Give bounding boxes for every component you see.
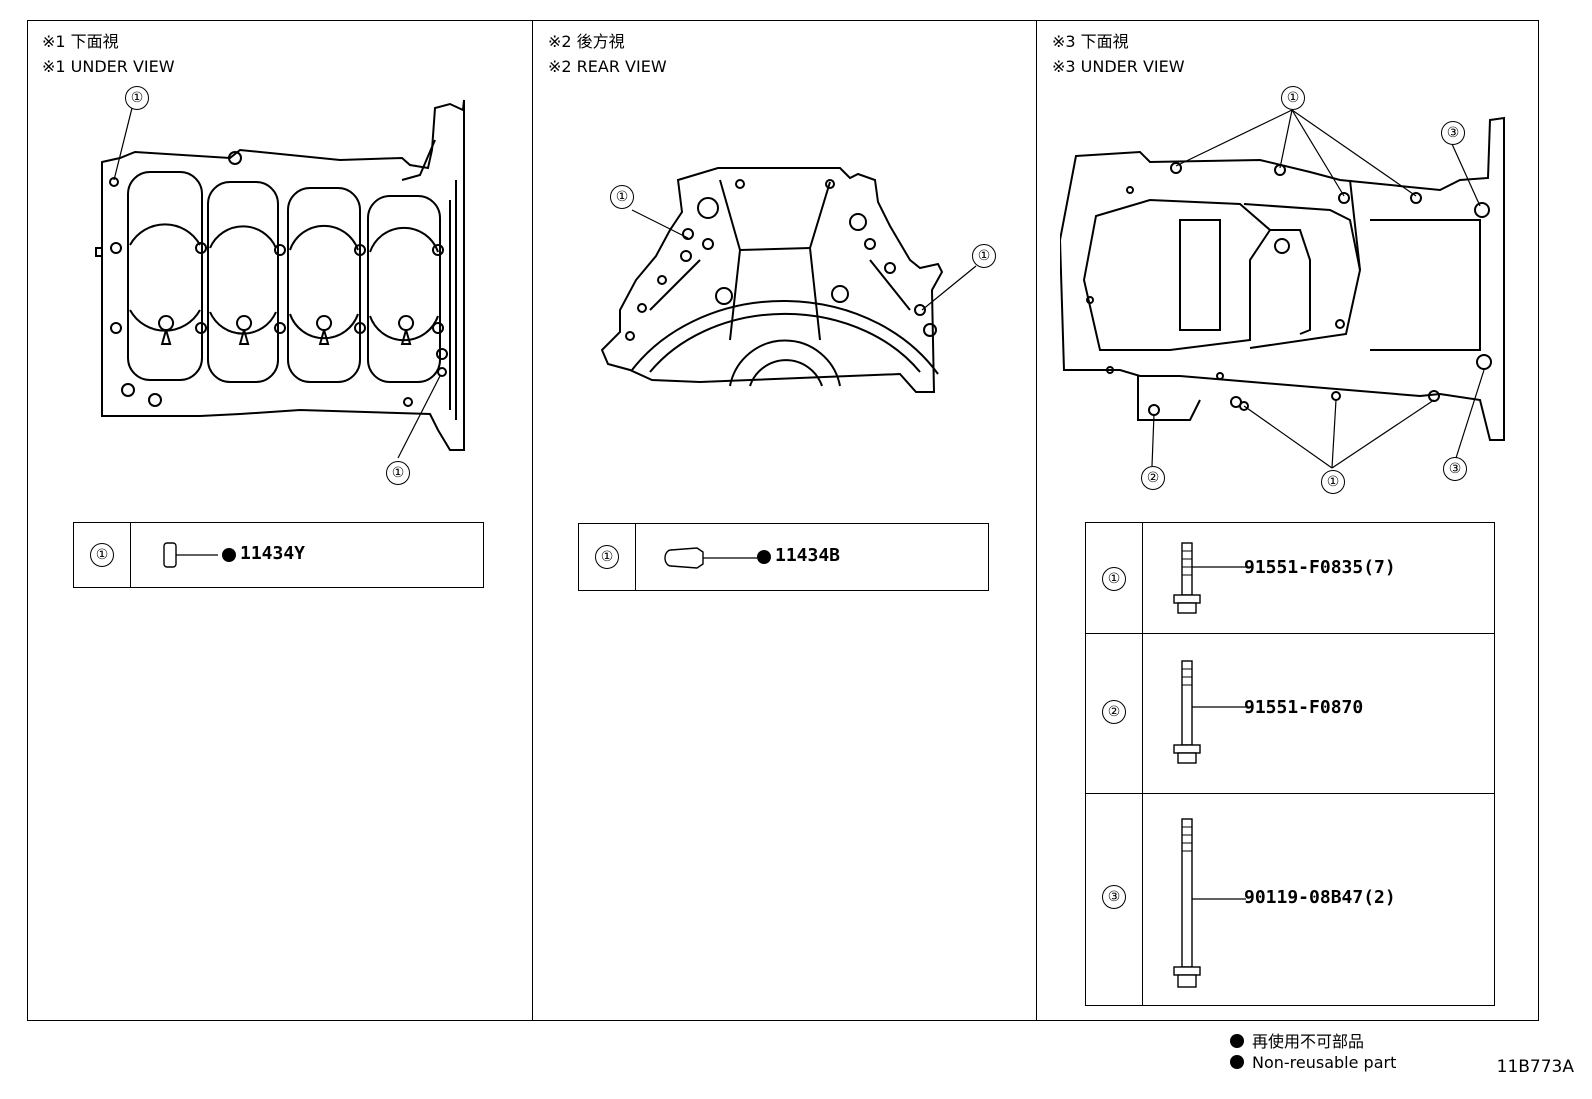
callout-1: ① bbox=[386, 461, 410, 485]
cylinder-block-under-view-drawing bbox=[95, 99, 465, 459]
part-number-marker: ② bbox=[1102, 700, 1126, 724]
parts-table-num-cell: ① bbox=[579, 524, 636, 590]
parts-table: ① 11434Y bbox=[73, 522, 484, 588]
legend-jp: 再使用不可部品 bbox=[1230, 1028, 1364, 1052]
parts-table: ① 91551-F0835(7) ② 91551-F0870 ③ bbox=[1085, 522, 1495, 1006]
parts-table-num-cell: ① bbox=[74, 523, 131, 587]
pin-icon bbox=[163, 542, 218, 568]
legend-jp-text: 再使用不可部品 bbox=[1252, 1032, 1365, 1051]
parts-table: ① 11434B bbox=[578, 523, 989, 591]
figure-id: 11B773A bbox=[1496, 1057, 1574, 1077]
non-reusable-dot-icon bbox=[222, 548, 236, 562]
table-row-separator bbox=[1086, 793, 1494, 794]
callout-1: ① bbox=[972, 244, 996, 268]
non-reusable-dot-icon bbox=[1230, 1034, 1244, 1048]
non-reusable-dot-icon bbox=[757, 550, 771, 564]
panel-divider bbox=[1036, 20, 1037, 1021]
dowel-pin-icon bbox=[664, 547, 757, 569]
panel-title-en: ※1 UNDER VIEW bbox=[42, 57, 175, 76]
panel-title-en: ※2 REAR VIEW bbox=[548, 57, 667, 76]
cylinder-block-under-view-bolts-drawing bbox=[1060, 109, 1505, 469]
parts-table-num-column bbox=[1086, 523, 1143, 1005]
callout-3: ③ bbox=[1441, 121, 1465, 145]
part-number-marker: ① bbox=[1102, 567, 1126, 591]
callout-3: ③ bbox=[1443, 457, 1467, 481]
panel-title-jp: ※3 下面視 bbox=[1052, 32, 1129, 51]
callout-1: ① bbox=[1321, 470, 1345, 494]
part-number: 91551-F0870 bbox=[1244, 697, 1364, 718]
panel-title-jp: ※1 下面視 bbox=[42, 32, 119, 51]
part-number-marker: ① bbox=[90, 543, 114, 567]
panel-title-en: ※3 UNDER VIEW bbox=[1052, 57, 1185, 76]
cylinder-block-rear-view-drawing bbox=[600, 167, 977, 393]
legend-en: Non-reusable part bbox=[1230, 1053, 1396, 1072]
flange-bolt-icon bbox=[1173, 542, 1246, 614]
flange-bolt-icon bbox=[1173, 660, 1246, 764]
panel-divider bbox=[532, 20, 533, 1021]
callout-1: ① bbox=[125, 86, 149, 110]
part-number-marker: ① bbox=[595, 545, 619, 569]
callout-1: ① bbox=[1281, 86, 1305, 110]
callout-2: ② bbox=[1141, 466, 1165, 490]
part-number-marker: ③ bbox=[1102, 885, 1126, 909]
part-number: 90119-08B47(2) bbox=[1244, 887, 1396, 908]
part-number: 11434B bbox=[775, 545, 841, 566]
non-reusable-dot-icon bbox=[1230, 1055, 1244, 1069]
part-number: 11434Y bbox=[240, 543, 306, 564]
panel-title-jp: ※2 後方視 bbox=[548, 32, 625, 51]
table-row-separator bbox=[1086, 633, 1494, 634]
flange-bolt-icon bbox=[1173, 818, 1246, 988]
legend-en-text: Non-reusable part bbox=[1252, 1053, 1397, 1072]
diagram-frame bbox=[27, 20, 1539, 1021]
part-number: 91551-F0835(7) bbox=[1244, 557, 1396, 578]
callout-1: ① bbox=[610, 185, 634, 209]
